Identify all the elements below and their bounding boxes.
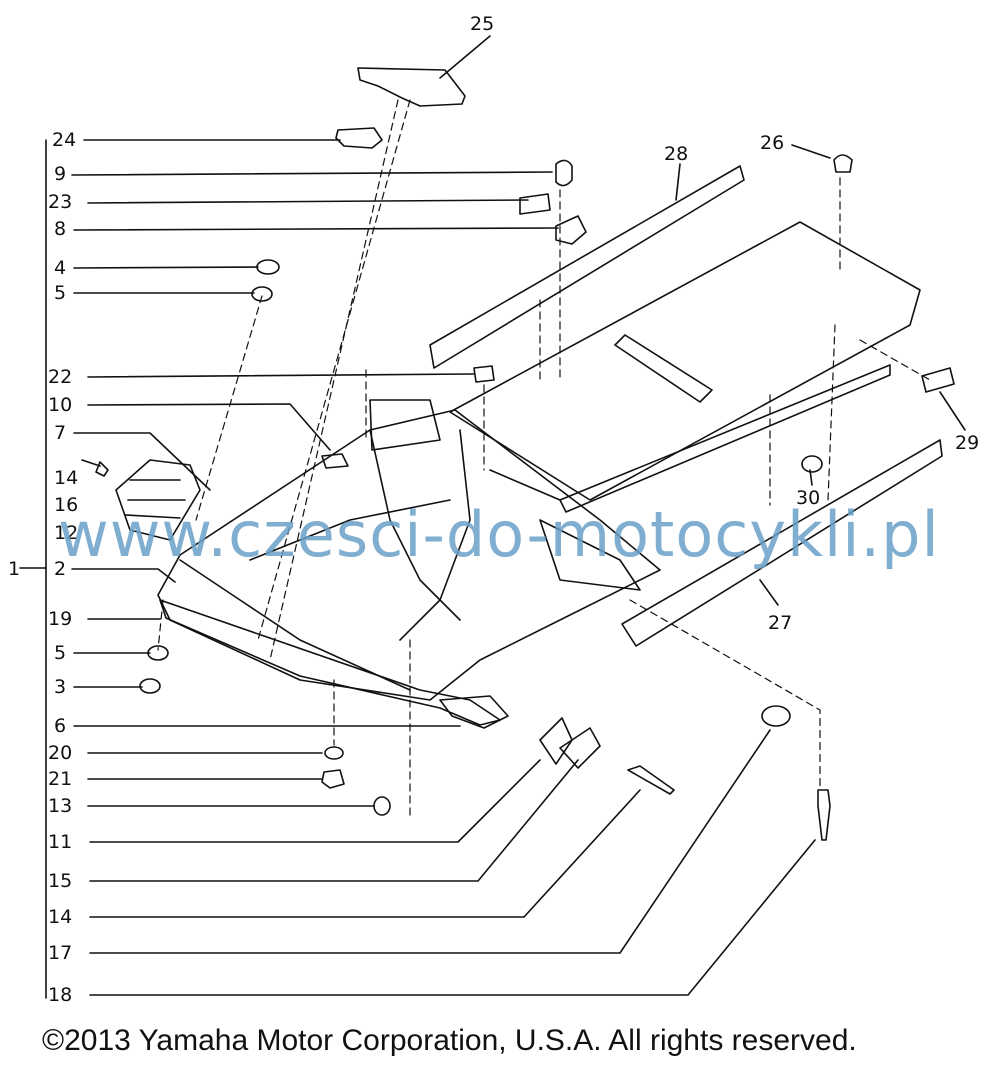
callout-20: 20 xyxy=(48,742,73,764)
watermark-url: www.czesci-do-motocykli.pl xyxy=(58,498,940,571)
callout-17: 17 xyxy=(48,942,73,964)
part-3 xyxy=(139,678,161,694)
callout-22: 22 xyxy=(48,366,73,388)
callout-11: 11 xyxy=(48,831,73,853)
leader-14b xyxy=(89,789,641,918)
leader-27 xyxy=(759,579,779,606)
part-28 xyxy=(429,165,745,369)
part-29 xyxy=(921,367,955,393)
leader-28 xyxy=(675,163,681,201)
part-8 xyxy=(555,215,587,245)
callout-9: 9 xyxy=(54,163,67,185)
callout-27: 27 xyxy=(768,612,793,634)
callout-30: 30 xyxy=(796,487,821,509)
leader-17 xyxy=(89,729,771,954)
part-5b xyxy=(147,645,169,661)
part-20 xyxy=(324,746,344,760)
part-10 xyxy=(321,453,349,469)
copyright-notice: ©2013 Yamaha Motor Corporation, U.S.A. A… xyxy=(42,1024,857,1057)
callout-14-bottom: 14 xyxy=(48,906,73,928)
leader-4 xyxy=(73,266,259,269)
part-22 xyxy=(473,365,495,383)
part-26 xyxy=(833,154,853,173)
callout-19: 19 xyxy=(48,608,73,630)
part-frame xyxy=(157,409,661,701)
leader-15 xyxy=(89,759,579,882)
leader-10 xyxy=(87,403,331,451)
part-rear-deck xyxy=(449,221,921,501)
callout-23: 23 xyxy=(48,191,73,213)
part-24 xyxy=(335,127,383,149)
callout-16: 16 xyxy=(54,494,79,516)
part-16 xyxy=(115,459,201,541)
callout-1: 1 xyxy=(8,558,21,580)
callout-8: 8 xyxy=(54,218,67,240)
callout-3: 3 xyxy=(54,676,67,698)
callout-10: 10 xyxy=(48,394,73,416)
part-15 xyxy=(559,727,601,769)
part-23 xyxy=(519,193,551,215)
callout-7: 7 xyxy=(54,422,67,444)
callout-25: 25 xyxy=(470,13,495,35)
leader-11 xyxy=(89,759,541,843)
callout-18: 18 xyxy=(48,984,73,1006)
callout-12: 12 xyxy=(54,522,79,544)
leader-9 xyxy=(71,171,553,176)
callout-15: 15 xyxy=(48,870,73,892)
callout-4: 4 xyxy=(54,257,67,279)
part-30 xyxy=(801,455,823,473)
part-14a xyxy=(81,459,109,477)
part-5a xyxy=(251,286,273,302)
part-18 xyxy=(817,789,831,841)
callout-24: 24 xyxy=(52,129,77,151)
leader-29 xyxy=(939,391,966,431)
part-14b xyxy=(627,765,675,795)
part-9 xyxy=(555,159,573,187)
callout-6: 6 xyxy=(54,715,67,737)
part-4 xyxy=(256,259,280,275)
part-13 xyxy=(373,796,391,816)
callout-14-top: 14 xyxy=(54,467,79,489)
part-17 xyxy=(761,705,791,727)
part-21 xyxy=(321,769,345,789)
leader-2 xyxy=(71,568,176,583)
leader-26 xyxy=(791,144,831,159)
callout-13: 13 xyxy=(48,795,73,817)
callout-21: 21 xyxy=(48,768,73,790)
callout-2: 2 xyxy=(54,558,67,580)
part-6 xyxy=(439,695,509,729)
callout-26: 26 xyxy=(760,132,785,154)
callout-5-bottom: 5 xyxy=(54,642,67,664)
part-25 xyxy=(357,67,466,107)
leader-7 xyxy=(73,432,211,491)
part-27 xyxy=(621,439,943,647)
leader-25 xyxy=(439,35,491,79)
leader-23 xyxy=(87,199,529,204)
callout-5-top: 5 xyxy=(54,282,67,304)
leader-22 xyxy=(87,373,475,378)
leader-18 xyxy=(89,839,816,996)
callout-29: 29 xyxy=(955,432,980,454)
leader-8 xyxy=(73,227,559,231)
callout-28: 28 xyxy=(664,143,689,165)
